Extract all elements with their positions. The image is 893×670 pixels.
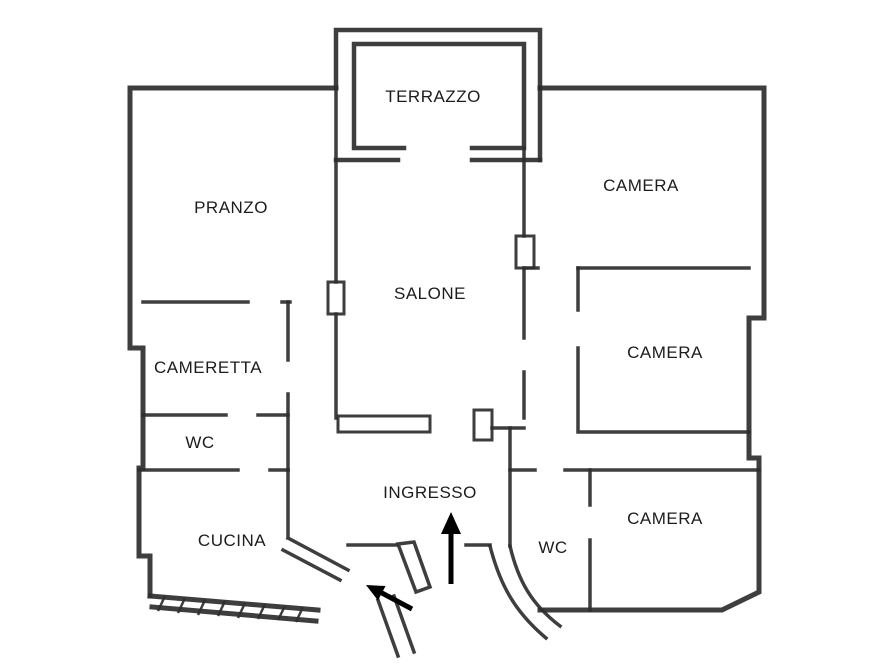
bottom-wall-hatching bbox=[156, 595, 305, 623]
room-label-camera-bottom-right: CAMERA bbox=[627, 509, 703, 528]
room-label-pranzo: PRANZO bbox=[194, 198, 268, 217]
wall-details bbox=[326, 234, 536, 442]
interior-walls bbox=[137, 86, 761, 612]
room-label-camera-top-right: CAMERA bbox=[603, 176, 679, 195]
room-label-cucina: CUCINA bbox=[197, 531, 267, 550]
entrance-steps bbox=[346, 540, 563, 659]
room-label-ingresso: INGRESSO bbox=[383, 483, 477, 502]
room-label-cameretta: CAMERETTA bbox=[153, 358, 263, 377]
room-label-camera-middle-right: CAMERA bbox=[627, 343, 703, 362]
room-label-wc-right: WC bbox=[538, 538, 568, 557]
room-label-salone: SALONE bbox=[394, 284, 466, 303]
room-label-terrazzo: TERRAZZO bbox=[385, 87, 481, 106]
arrow-up-left-icon bbox=[366, 585, 414, 612]
room-label-wc-left: WC bbox=[185, 433, 215, 452]
arrow-up-icon bbox=[441, 512, 461, 584]
terrace-walls bbox=[333, 27, 543, 163]
